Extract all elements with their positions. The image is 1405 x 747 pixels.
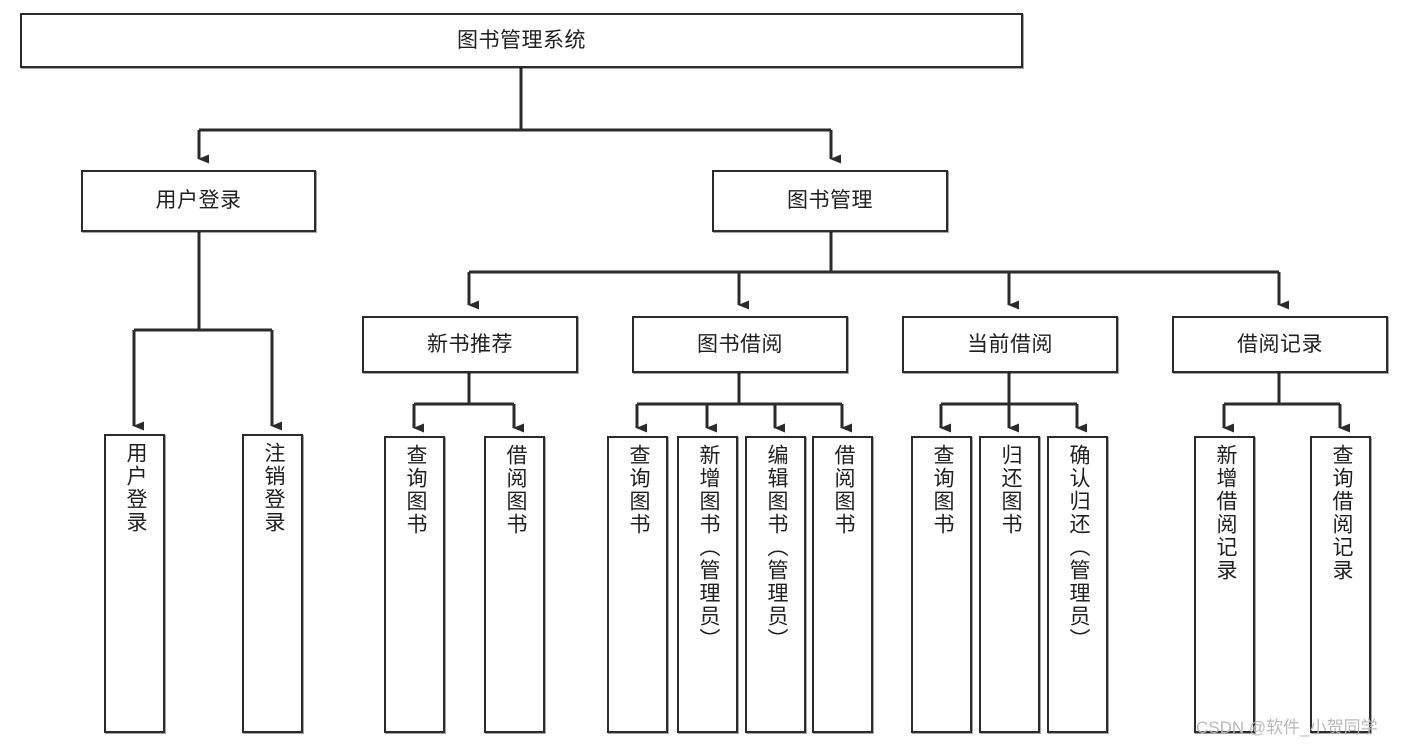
- node-new-book-recommend-label: 新书推荐: [427, 332, 513, 356]
- leaf-label: 查询图书: [403, 444, 427, 536]
- leaf-label: 借阅图书: [831, 444, 855, 536]
- leaf-label: 注销登录: [261, 442, 285, 534]
- leaf-new-book-recommend-0[interactable]: 查询图书: [384, 436, 445, 733]
- leaf-book-borrow-2[interactable]: 编辑图书（管理员）: [745, 436, 806, 733]
- leaf-label: 编辑图书（管理员）: [764, 444, 788, 651]
- node-new-book-recommend[interactable]: 新书推荐: [362, 316, 578, 373]
- leaf-label: 借阅图书: [503, 444, 527, 536]
- leaf-label: 确认归还（管理员）: [1066, 444, 1090, 651]
- node-root-label: 图书管理系统: [457, 28, 586, 52]
- node-user-login-label: 用户登录: [155, 189, 242, 213]
- leaf-user-login-1[interactable]: 注销登录: [242, 434, 303, 733]
- leaf-label: 查询图书: [626, 444, 650, 536]
- leaf-label: 查询借阅记录: [1329, 444, 1353, 582]
- leaf-borrow-records-0[interactable]: 新增借阅记录: [1194, 436, 1255, 733]
- node-current-borrow-label: 当前借阅: [967, 332, 1053, 356]
- node-book-borrow-label: 图书借阅: [697, 332, 783, 356]
- node-book-borrow[interactable]: 图书借阅: [632, 316, 848, 373]
- leaf-current-borrow-2[interactable]: 确认归还（管理员）: [1047, 436, 1108, 733]
- leaf-new-book-recommend-1[interactable]: 借阅图书: [484, 436, 545, 733]
- node-borrow-records-label: 借阅记录: [1237, 332, 1323, 356]
- node-borrow-records[interactable]: 借阅记录: [1172, 316, 1388, 373]
- leaf-label: 用户登录: [123, 442, 147, 534]
- leaf-label: 查询图书: [930, 444, 954, 536]
- node-user-login[interactable]: 用户登录: [81, 170, 316, 232]
- leaf-user-login-0[interactable]: 用户登录: [104, 434, 165, 733]
- leaf-current-borrow-1[interactable]: 归还图书: [979, 436, 1040, 733]
- leaf-current-borrow-0[interactable]: 查询图书: [911, 436, 972, 733]
- leaf-book-borrow-3[interactable]: 借阅图书: [812, 436, 873, 733]
- leaf-label: 新增图书（管理员）: [696, 444, 720, 651]
- node-root[interactable]: 图书管理系统: [20, 13, 1023, 68]
- node-book-management-label: 图书管理: [787, 189, 873, 213]
- leaf-label: 新增借阅记录: [1213, 444, 1237, 582]
- node-current-borrow[interactable]: 当前借阅: [902, 316, 1118, 373]
- leaf-borrow-records-1[interactable]: 查询借阅记录: [1310, 436, 1371, 733]
- leaf-label: 归还图书: [998, 444, 1022, 536]
- leaf-book-borrow-1[interactable]: 新增图书（管理员）: [677, 436, 738, 733]
- node-book-management[interactable]: 图书管理: [712, 170, 948, 232]
- leaf-book-borrow-0[interactable]: 查询图书: [607, 436, 668, 733]
